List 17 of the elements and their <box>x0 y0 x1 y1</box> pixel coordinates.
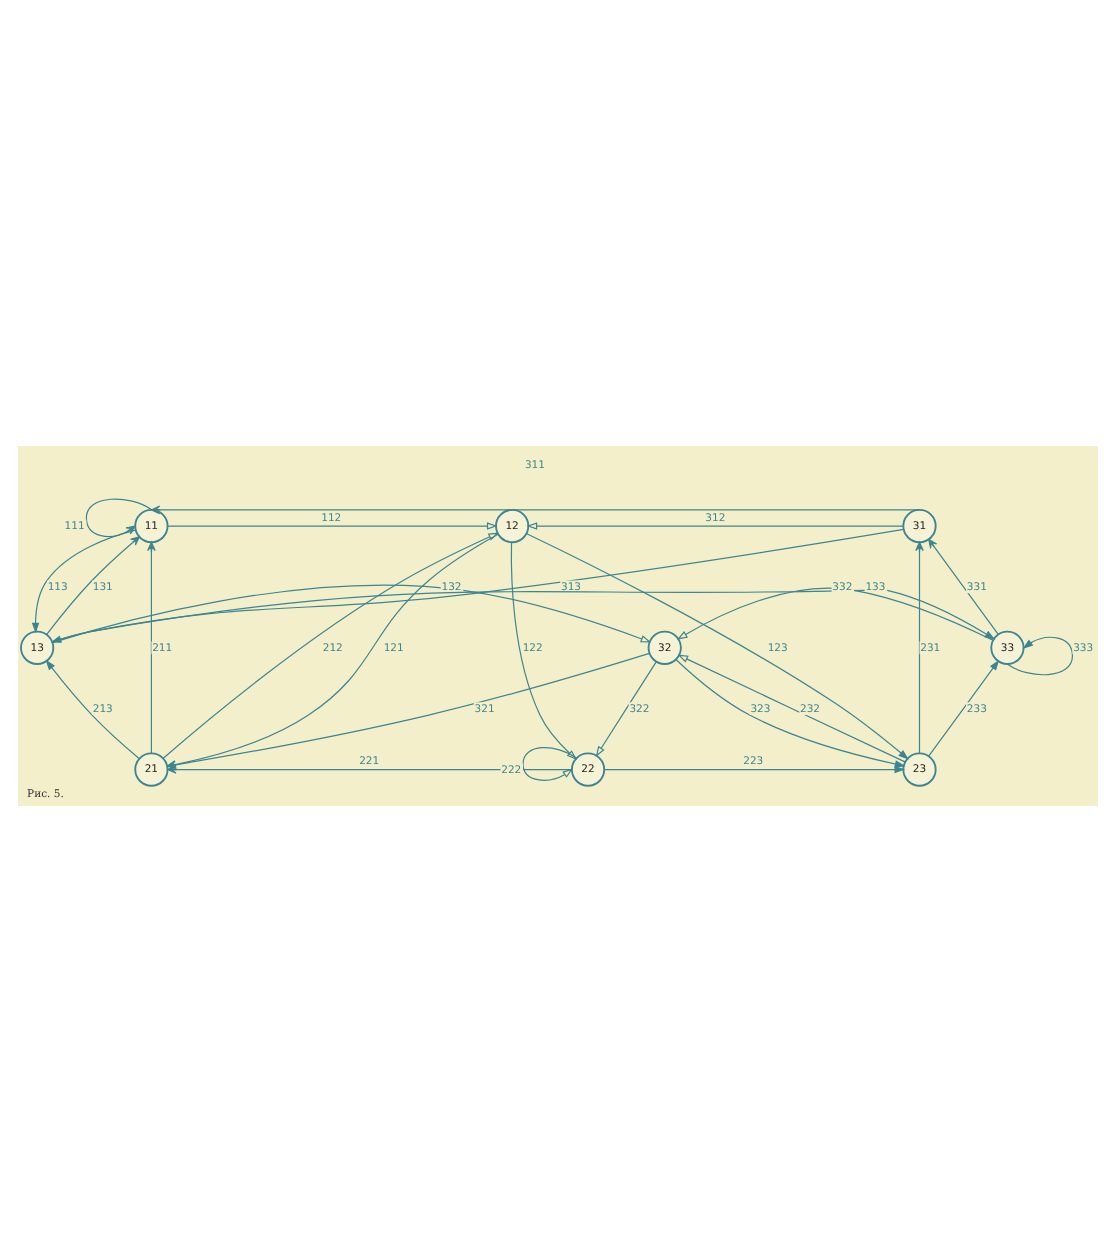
arrow <box>150 504 921 514</box>
arrow <box>1006 635 1074 675</box>
arrow <box>167 521 498 529</box>
arrow <box>31 528 137 633</box>
arrow <box>928 658 1000 756</box>
arrow <box>595 660 657 756</box>
arrow <box>45 658 140 759</box>
arrow <box>526 521 904 529</box>
arrow <box>522 746 578 780</box>
arrow <box>147 540 156 753</box>
arrow <box>85 497 152 536</box>
arrow <box>915 540 924 753</box>
arrow <box>928 537 999 634</box>
arrow <box>676 586 994 640</box>
arrow <box>510 540 578 760</box>
arrow <box>526 532 909 759</box>
arrow <box>603 764 906 773</box>
